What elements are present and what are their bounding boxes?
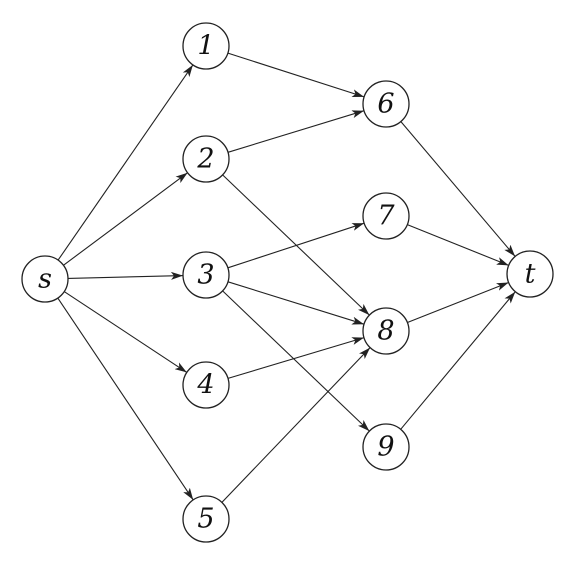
edge-3-to-8	[227, 281, 365, 325]
node-label-6: 6	[377, 89, 394, 120]
edge-s-to-1	[57, 64, 194, 261]
edge-7-to-t	[407, 224, 509, 266]
edge-2-to-6	[227, 110, 365, 153]
node-s: s	[21, 255, 69, 303]
node-label-7: 7	[377, 201, 395, 232]
node-circle-8	[362, 307, 410, 355]
edges-layer	[57, 52, 516, 503]
node-t: t	[506, 250, 554, 298]
node-1: 1	[182, 22, 230, 70]
node-4: 4	[182, 361, 230, 409]
edge-s-to-4	[63, 291, 188, 373]
node-label-s: s	[38, 264, 52, 295]
node-label-t: t	[525, 259, 536, 290]
node-6: 6	[362, 80, 410, 128]
edge-3-to-7	[227, 222, 365, 269]
node-circle-2	[182, 135, 230, 183]
nodes-layer: s 1 2 3 4 5 6 7 8 9 t	[21, 22, 554, 543]
node-circle-4	[182, 361, 230, 409]
edge-s-to-3	[67, 271, 184, 280]
node-circle-9	[362, 423, 410, 471]
edge-8-to-t	[407, 281, 509, 324]
node-7: 7	[362, 192, 410, 240]
node-circle-6	[362, 80, 410, 128]
node-label-1: 1	[197, 31, 214, 62]
node-label-4: 4	[196, 370, 214, 401]
node-circle-s	[21, 255, 69, 303]
node-label-3: 3	[197, 260, 214, 291]
edge-9-to-t	[400, 291, 516, 430]
node-circle-5	[182, 495, 230, 543]
node-label-8: 8	[377, 316, 394, 347]
edge-3-to-9	[222, 290, 370, 432]
edge-s-to-2	[63, 172, 188, 266]
node-label-2: 2	[196, 144, 214, 175]
node-9: 9	[362, 423, 410, 471]
node-circle-7	[362, 192, 410, 240]
edge-1-to-6	[227, 52, 365, 98]
node-circle-3	[182, 251, 230, 299]
edge-5-to-8	[221, 347, 371, 503]
node-label-9: 9	[377, 432, 394, 463]
node-circle-1	[182, 22, 230, 70]
node-circle-t	[506, 250, 554, 298]
edge-s-to-5	[57, 297, 194, 501]
node-8: 8	[362, 307, 410, 355]
node-label-5: 5	[197, 504, 214, 535]
node-3: 3	[182, 251, 230, 299]
node-2: 2	[182, 135, 230, 183]
node-5: 5	[182, 495, 230, 543]
edge-6-to-t	[400, 121, 516, 257]
edge-4-to-8	[227, 337, 365, 379]
